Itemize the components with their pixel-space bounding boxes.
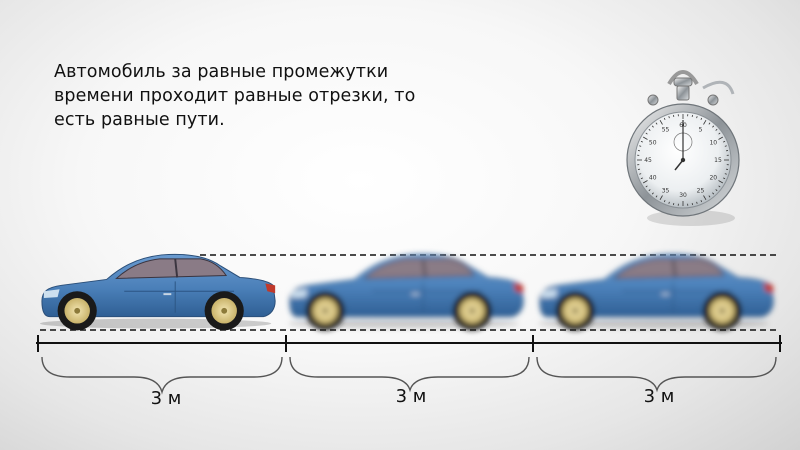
dial-number: 15: [714, 157, 722, 164]
segment-label-2: 3 м: [395, 386, 427, 407]
segment-brace-2: [289, 356, 530, 393]
dial-tick: [718, 185, 721, 188]
dial-tick: [718, 136, 724, 140]
dial-tick: [645, 185, 648, 188]
dial-number: 35: [662, 187, 670, 194]
car-blurred-2: [286, 253, 525, 332]
dial-number: 10: [709, 140, 717, 147]
car-blurred-3: [536, 253, 775, 332]
segment-brace-1: [41, 356, 283, 395]
dial-number: 40: [649, 175, 657, 182]
dial-tick: [723, 177, 726, 180]
dial-tick: [645, 132, 648, 135]
dial-tick: [724, 173, 727, 175]
dial-tick: [708, 122, 711, 125]
dial-tick: [696, 116, 698, 119]
dial-tick: [639, 173, 642, 175]
dial-tick: [663, 117, 666, 120]
dial-tick: [703, 195, 707, 201]
dial-tick: [642, 136, 648, 140]
dial-number: 30: [679, 192, 687, 199]
dial-tick: [723, 140, 726, 143]
car-sharp: [38, 253, 277, 332]
dial-tick: [648, 128, 651, 131]
dial-tick: [640, 177, 643, 180]
dial-tick: [655, 122, 658, 125]
dial-number: 50: [649, 140, 657, 147]
dial-tick: [712, 125, 715, 128]
dial-number: 20: [709, 175, 717, 182]
segment-label-3: 3 м: [643, 386, 675, 407]
dial-tick: [718, 132, 721, 135]
segment-label-1: 3 м: [150, 388, 182, 409]
dial-number: 45: [644, 157, 652, 164]
dial-tick: [724, 145, 727, 147]
dial-tick: [663, 200, 666, 203]
dial-number: 5: [699, 127, 703, 134]
dial-tick: [700, 200, 703, 203]
dial-tick: [708, 195, 711, 198]
caption-text: Автомобиль за равные промежутки времени …: [54, 62, 416, 130]
dial-tick: [659, 195, 663, 201]
dial-tick: [655, 195, 658, 198]
dial-tick: [639, 145, 642, 147]
dial-tick: [700, 117, 703, 120]
dial-number: 25: [697, 187, 705, 194]
dial-tick: [668, 201, 670, 204]
dial-tick: [712, 192, 715, 195]
dial-tick: [651, 125, 654, 128]
dial-tick: [640, 140, 643, 143]
dial-tick: [668, 116, 670, 119]
dial-tick: [715, 128, 718, 131]
segment-brace-3: [536, 356, 777, 393]
dial-tick: [648, 189, 651, 192]
dial-tick: [696, 201, 698, 204]
dial-tick: [715, 189, 718, 192]
dial-tick: [703, 119, 707, 125]
dial-number: 55: [662, 127, 670, 134]
dial-tick: [642, 180, 648, 184]
stopwatch-icon: 60510152025303540455055: [626, 70, 740, 226]
dial-tick: [659, 119, 663, 125]
dial-tick: [651, 192, 654, 195]
dial-tick: [718, 180, 724, 184]
